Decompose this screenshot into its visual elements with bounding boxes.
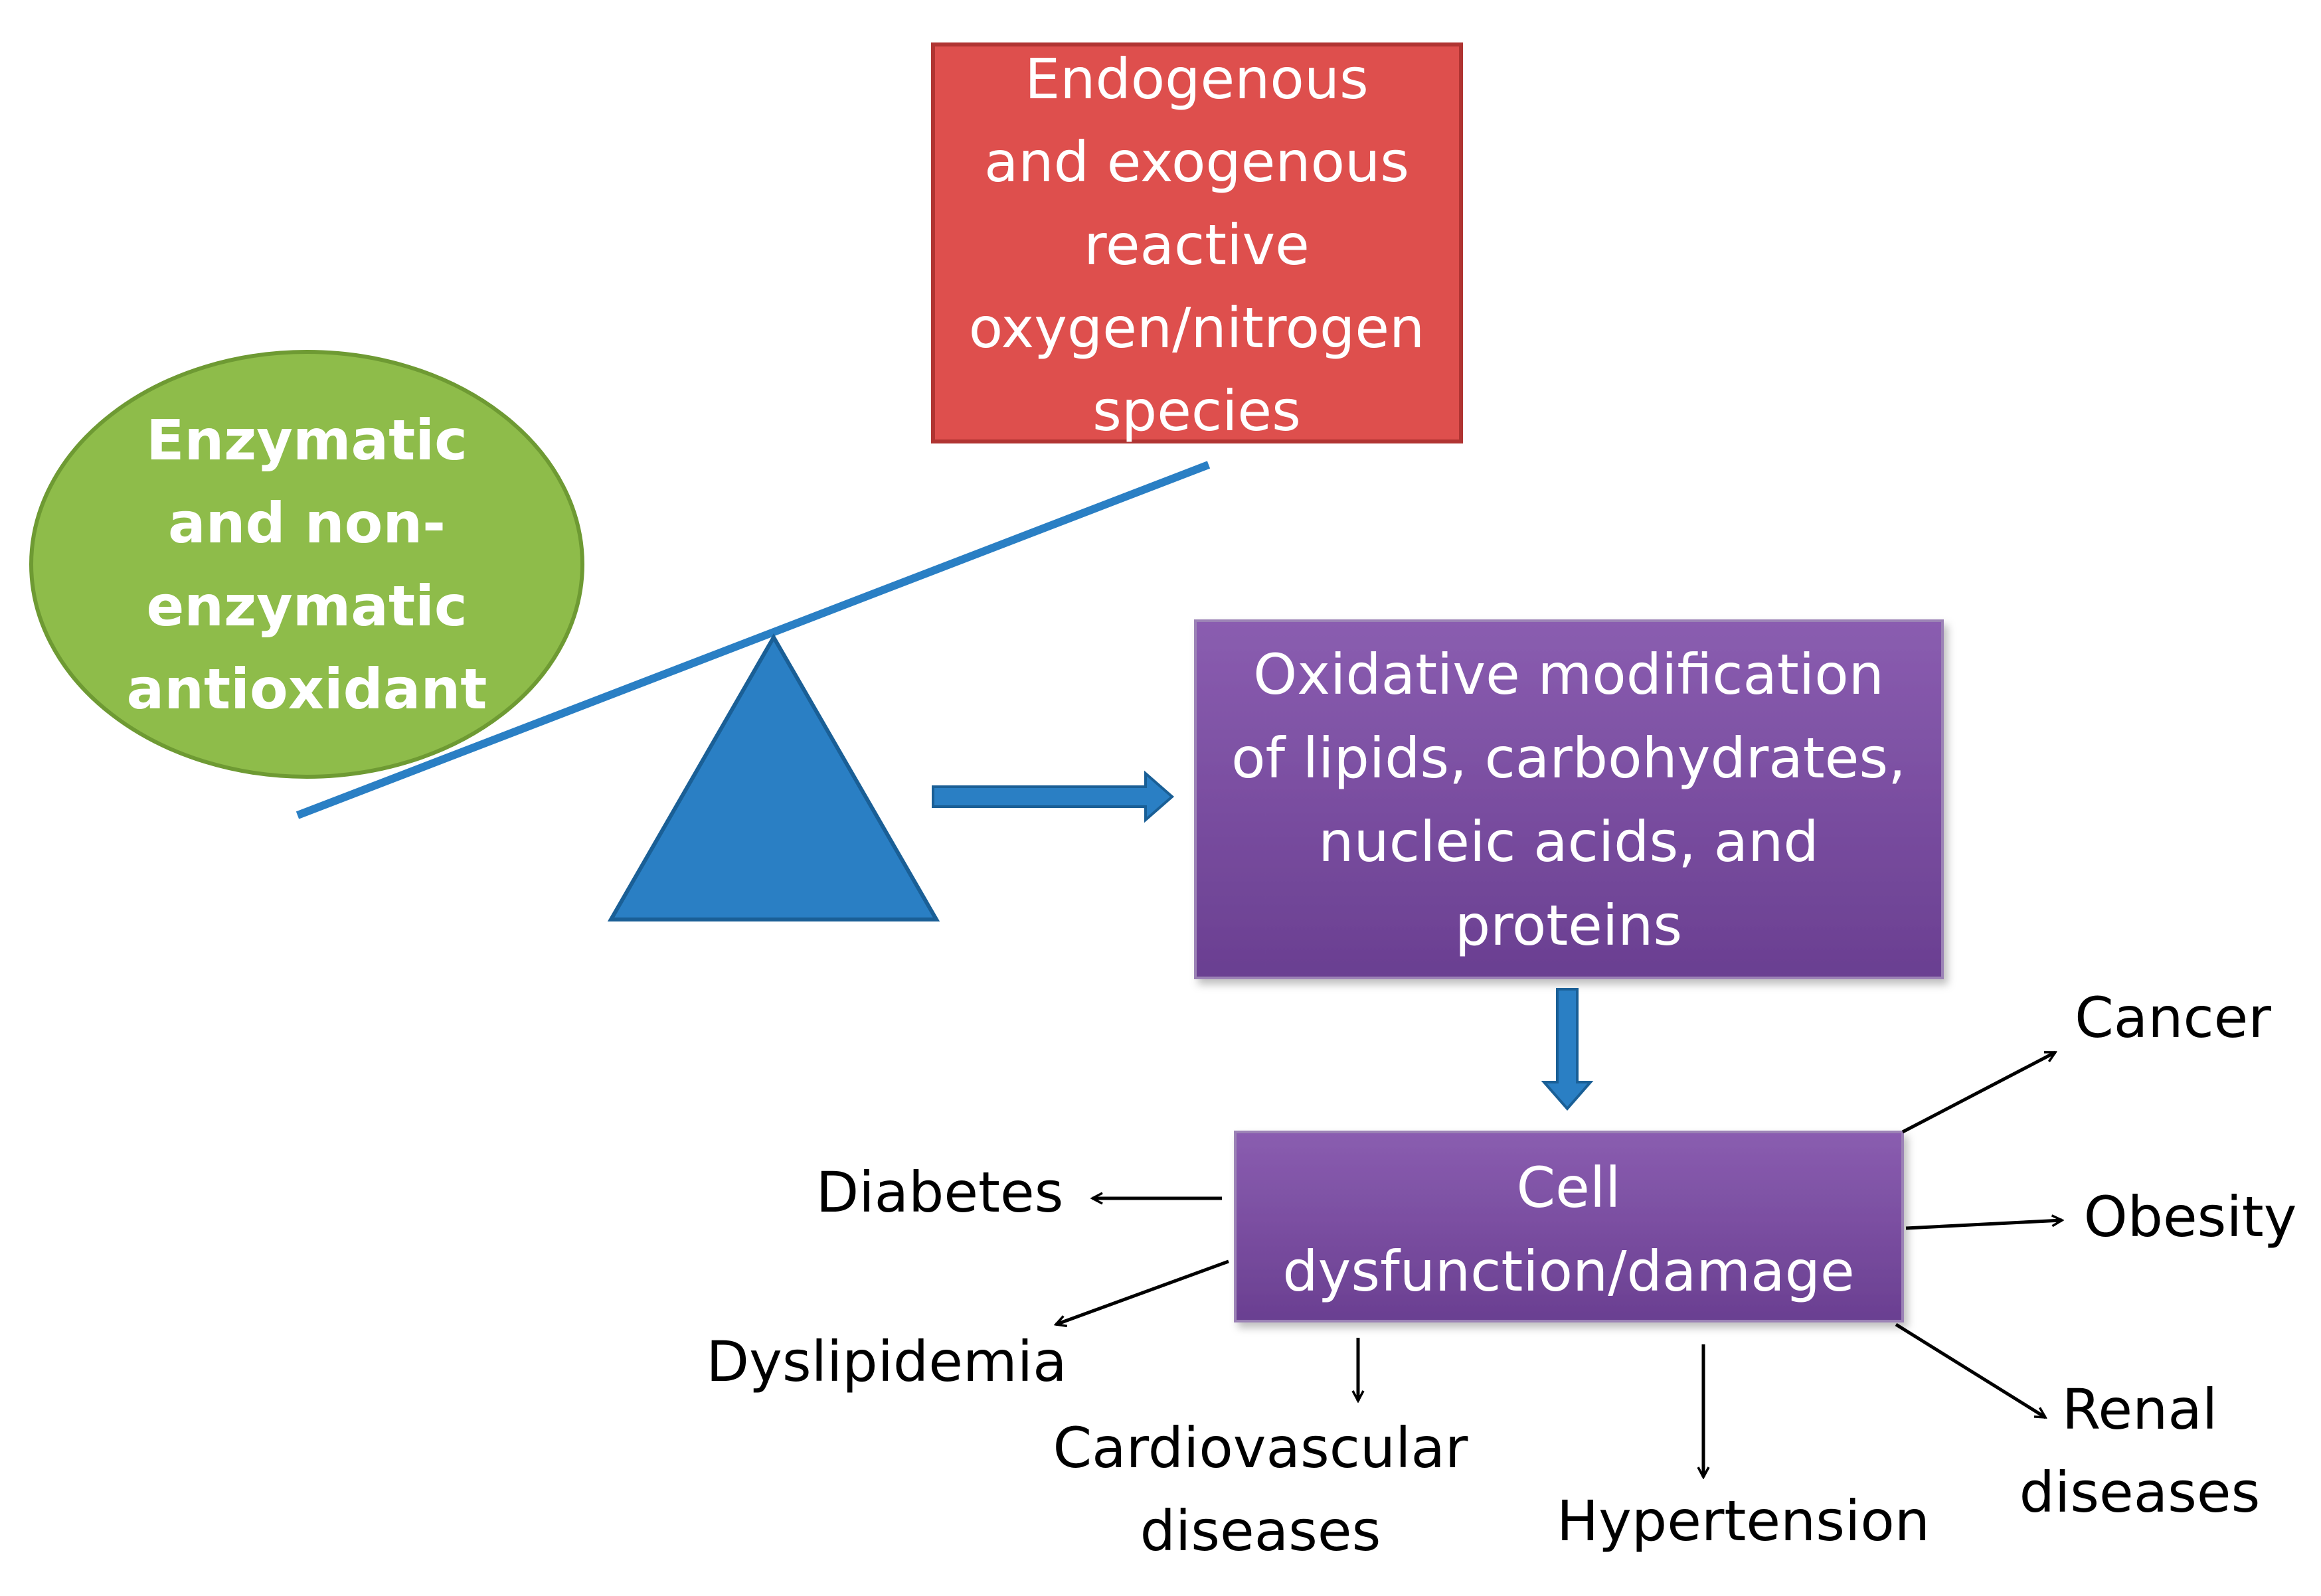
- ros-box: [931, 42, 1463, 443]
- text-line: Cancer: [2075, 985, 2271, 1050]
- text-line: Hypertension: [1557, 1488, 1930, 1554]
- outcome-hypertension: Hypertension: [1557, 1488, 1930, 1554]
- text-line: reactive: [1084, 212, 1310, 278]
- antioxidant-ellipse: [29, 350, 584, 779]
- cell-label: Cell dysfunction/damage: [1282, 1155, 1854, 1304]
- text-line: nucleic acids, and: [1318, 809, 1818, 874]
- ros-label: Endogenous and exogenous reactive oxygen/ni…: [969, 46, 1425, 443]
- text-line: proteins: [1455, 893, 1682, 958]
- arrow-to-obesity: [1905, 1220, 2062, 1230]
- text-line: of lipids, carbohydrates,: [1231, 726, 1906, 791]
- text-line: and non-: [168, 491, 446, 556]
- text-line: and exogenous: [984, 129, 1409, 195]
- text-line: antioxidant: [127, 657, 487, 722]
- cell-node: Cell dysfunction/damage: [1234, 1131, 1904, 1322]
- block-arrow-down: [1541, 988, 1594, 1111]
- outcome-cardiovascular-diseases: Cardiovascular diseases: [1053, 1415, 1468, 1563]
- text-line: Renal: [2062, 1377, 2217, 1442]
- text-line: enzymatic: [146, 574, 467, 639]
- text-line: dysfunction/damage: [1282, 1239, 1854, 1304]
- ros-node: Endogenous and exogenous reactive oxygen/ni…: [931, 42, 1463, 443]
- text-line: Obesity: [2084, 1184, 2297, 1249]
- cell-box: [1234, 1131, 1904, 1322]
- oxidative-node: Oxidative modification of lipids, carbohy…: [1194, 619, 1944, 979]
- block-arrow-right: [932, 770, 1175, 823]
- text-line: Dyslipidemia: [706, 1329, 1067, 1394]
- arrow-to-dyslipidemia: [1056, 1259, 1229, 1324]
- balance-beam: [296, 461, 1211, 819]
- outcome-dyslipidemia: Dyslipidemia: [706, 1329, 1067, 1394]
- text-line: Enzymatic: [146, 408, 468, 473]
- outcome-diabetes: Diabetes: [816, 1160, 1064, 1225]
- text-line: Diabetes: [816, 1160, 1064, 1225]
- text-line: species: [1092, 378, 1301, 443]
- balance-fulcrum-triangle: [607, 633, 940, 921]
- arrow-to-renal: [1895, 1322, 2045, 1419]
- text-line: Cell: [1516, 1155, 1620, 1220]
- text-line: diseases: [2020, 1460, 2261, 1525]
- oxidative-box: [1194, 619, 1944, 979]
- oxidative-label: Oxidative modification of lipids, carbohy…: [1231, 642, 1906, 958]
- antioxidant-label: Enzymatic and non-enzymatic antioxidant: [127, 408, 487, 722]
- outcome-cancer: Cancer: [2075, 985, 2271, 1050]
- text-line: Oxidative modification: [1253, 642, 1884, 707]
- antioxidant-node: Enzymatic and non-enzymatic antioxidant: [29, 350, 584, 779]
- text-line: diseases: [1140, 1498, 1381, 1563]
- outcome-renal-diseases: Renal diseases: [2020, 1377, 2261, 1525]
- arrow-to-cancer: [1901, 1050, 2055, 1134]
- text-line: oxygen/nitrogen: [969, 295, 1425, 360]
- outcome-arrows: [1056, 1050, 2062, 1477]
- text-line: Endogenous: [1025, 46, 1369, 112]
- outcome-obesity: Obesity: [2084, 1184, 2297, 1249]
- text-line: Cardiovascular: [1053, 1415, 1468, 1480]
